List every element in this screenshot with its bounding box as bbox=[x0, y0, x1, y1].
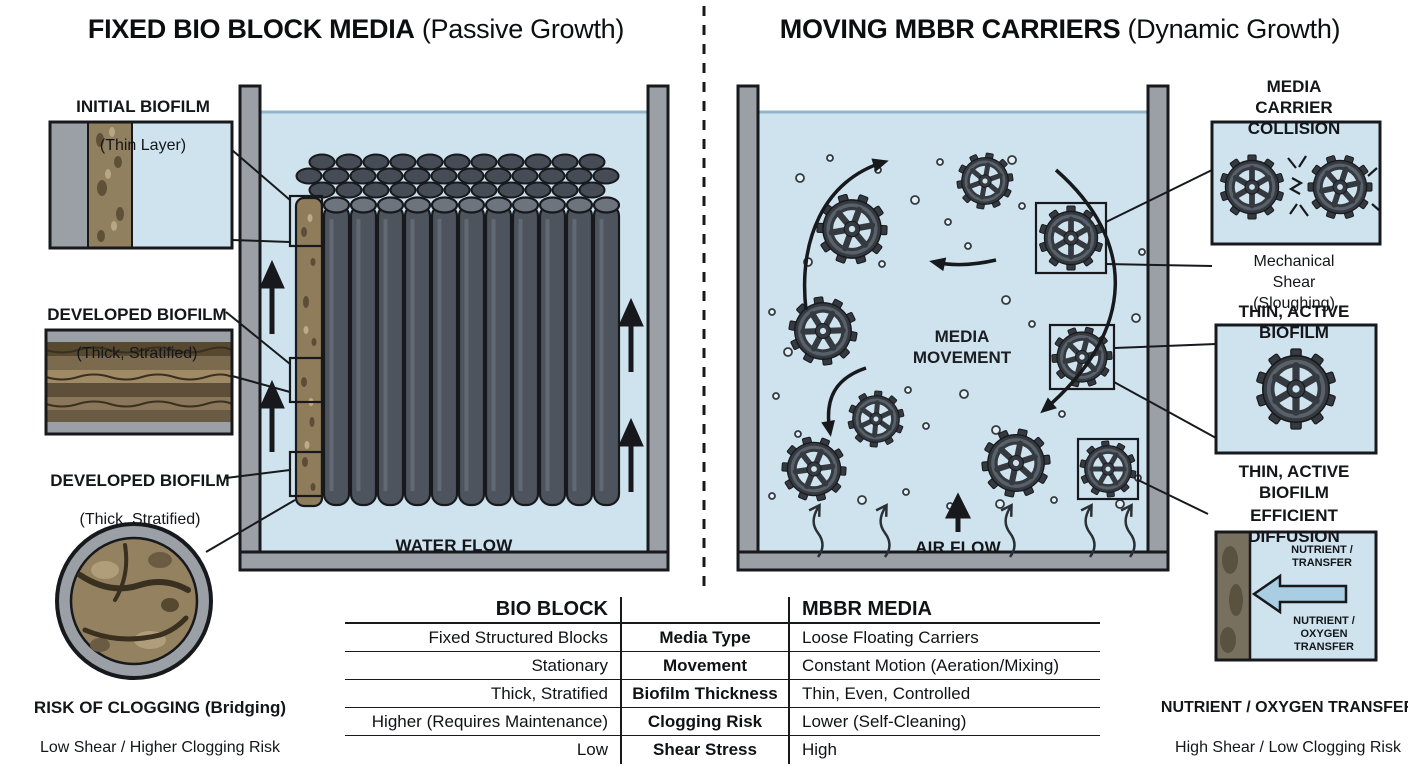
efficient-diffusion-title: EFFICIENT DIFFUSION bbox=[1248, 506, 1340, 546]
callout-nutrient-transfer: NUTRIENT / OXYGEN TRANSFER High Shear / … bbox=[1161, 679, 1408, 768]
media-top-ellipses bbox=[295, 153, 620, 199]
table-header-row: BIO BLOCK MBBR MEDIA bbox=[345, 597, 1100, 624]
callout-collision-caption: Mechanical Shear (Sloughing) bbox=[1253, 253, 1335, 312]
bio-block-tank bbox=[238, 84, 670, 572]
bubble-field bbox=[768, 154, 1146, 510]
inset-diffusion bbox=[1214, 530, 1378, 662]
callout-subtitle: (Thick, Stratified) bbox=[76, 345, 198, 362]
water-flow-label: WATER FLOW bbox=[395, 536, 513, 555]
sample-marker-boxes bbox=[288, 194, 324, 498]
thin-biofilm-title-bottom: THIN, ACTIVE BIOFILM bbox=[1238, 462, 1350, 502]
callout-title: DEVELOPED BIOFILM bbox=[47, 305, 227, 324]
clogging-cross-section bbox=[55, 522, 213, 680]
diffusion-inset-label-bottom: NUTRIENT / OXYGEN TRANSFER bbox=[1293, 615, 1355, 653]
circulation-arrows bbox=[802, 158, 1117, 437]
cell-bio-block: Fixed Structured Blocks bbox=[428, 627, 608, 647]
cell-mbbr: Thin, Even, Controlled bbox=[802, 683, 971, 703]
cell-mbbr: Loose Floating Carriers bbox=[802, 627, 979, 647]
header-mbbr-media: MBBR MEDIA bbox=[802, 598, 932, 620]
left-title-bold: FIXED BIO BLOCK MEDIA bbox=[87, 14, 415, 44]
callout-developed-biofilm-upper: DEVELOPED BIOFILM (Thick, Stratified) bbox=[47, 286, 226, 382]
diffusion-inset-label-top: NUTRIENT / TRANSFER bbox=[1291, 544, 1353, 569]
biofilm-layer bbox=[294, 196, 324, 508]
callout-collision-title: MEDIA CARRIER COLLISION bbox=[1247, 77, 1341, 138]
connector-lines bbox=[205, 149, 1217, 553]
cell-attribute: Shear Stress bbox=[620, 736, 790, 764]
media-movement-label: MEDIA MOVEMENT bbox=[912, 327, 1012, 367]
water-flow-arrows bbox=[259, 259, 644, 492]
cell-bio-block: Stationary bbox=[531, 655, 608, 675]
right-panel-title: MOVING MBBR CARRIERS (Dynamic Growth) bbox=[779, 14, 1341, 45]
cell-bio-block: Higher (Requires Maintenance) bbox=[371, 711, 608, 731]
comparison-table: BIO BLOCK MBBR MEDIA Fixed Structured Bl… bbox=[345, 597, 1100, 764]
header-attribute-spacer bbox=[620, 597, 790, 622]
cell-attribute: Media Type bbox=[620, 624, 790, 651]
air-flow-arrows bbox=[808, 492, 1136, 558]
cell-attribute: Clogging Risk bbox=[620, 708, 790, 735]
left-title-normal: (Passive Growth) bbox=[414, 14, 625, 44]
cell-mbbr: Constant Motion (Aeration/Mixing) bbox=[802, 655, 1060, 675]
table-row: Thick, Stratified Biofilm Thickness Thin… bbox=[345, 680, 1100, 708]
left-panel-title: FIXED BIO BLOCK MEDIA (Passive Growth) bbox=[88, 14, 624, 45]
transfer-line1: High Shear / Low Clogging Risk bbox=[1175, 739, 1401, 756]
clogging-line1: Low Shear / Higher Clogging Risk bbox=[39, 739, 281, 756]
table-row: Stationary Movement Constant Motion (Aer… bbox=[345, 652, 1100, 680]
table-row: Fixed Structured Blocks Media Type Loose… bbox=[345, 624, 1100, 652]
cell-bio-block: Thick, Stratified bbox=[490, 683, 608, 703]
cell-mbbr: High bbox=[802, 740, 837, 759]
inset-thin-biofilm bbox=[1214, 323, 1378, 455]
header-bio-block: BIO BLOCK bbox=[495, 598, 608, 620]
clogging-title: RISK OF CLOGGING (Bridging) bbox=[33, 698, 287, 717]
mbbr-tank bbox=[736, 84, 1170, 572]
thin-biofilm-title-top: THIN, ACTIVE BIOFILM bbox=[1238, 302, 1350, 342]
cell-attribute: Biofilm Thickness bbox=[620, 680, 790, 707]
table-row: Low Shear Stress High bbox=[345, 736, 1100, 764]
inset-developed-biofilm bbox=[44, 328, 234, 436]
callout-developed-biofilm-lower: DEVELOPED BIOFILM (Thick, Stratified) bbox=[50, 452, 229, 548]
callout-subtitle: (Thick, Stratified) bbox=[79, 511, 201, 528]
cell-attribute: Movement bbox=[620, 652, 790, 679]
inset-initial-biofilm bbox=[48, 120, 234, 250]
cell-bio-block: Low bbox=[576, 740, 608, 759]
transfer-title: NUTRIENT / OXYGEN TRANSFER bbox=[1160, 699, 1408, 716]
air-flow-label: AIR FLOW bbox=[915, 538, 1001, 557]
diffusion-arrow bbox=[1251, 573, 1348, 615]
inset-collision bbox=[1210, 120, 1380, 246]
callout-clogging-risk: RISK OF CLOGGING (Bridging) Low Shear / … bbox=[34, 679, 286, 768]
right-title-normal: (Dynamic Growth) bbox=[1120, 14, 1341, 44]
callout-initial-biofilm: INITIAL BIOFILM (Thin Layer) bbox=[76, 78, 210, 174]
bio-block-media bbox=[288, 153, 621, 508]
callout-title: DEVELOPED BIOFILM bbox=[50, 471, 230, 490]
callout-subtitle: (Thin Layer) bbox=[99, 137, 187, 154]
cell-mbbr: Lower (Self-Cleaning) bbox=[802, 711, 967, 731]
table-row: Higher (Requires Maintenance) Clogging R… bbox=[345, 708, 1100, 736]
right-title-bold: MOVING MBBR CARRIERS bbox=[779, 14, 1121, 44]
callout-title: INITIAL BIOFILM bbox=[76, 97, 210, 116]
media-cylinders bbox=[295, 195, 621, 507]
